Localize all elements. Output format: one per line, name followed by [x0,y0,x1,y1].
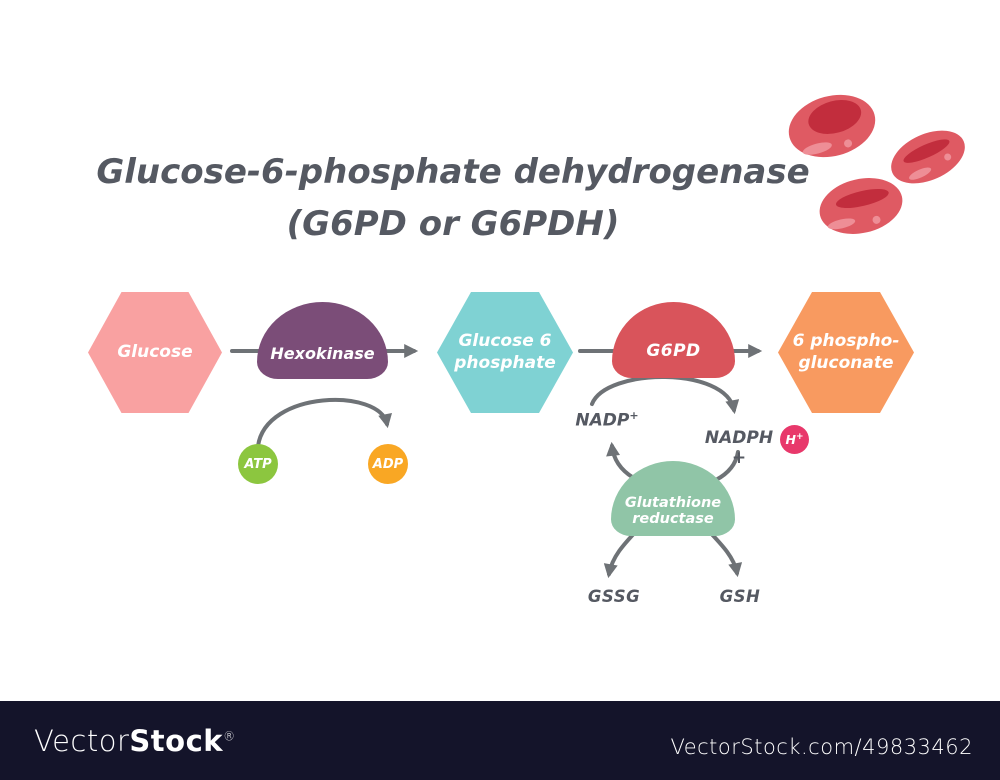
6pg-label-line1: 6 phospho- [792,331,900,352]
red-blood-cell-icon [788,94,876,158]
atp-label: ATP [244,456,272,472]
gssg-label: GSSG [587,587,641,606]
glutathione-label-line1: Glutathione [624,494,722,511]
h-plus-circle: H+ [780,425,809,454]
watermark-url: VectorStock.com/49833462 [670,734,973,759]
nadph-label: NADPH + [704,428,774,468]
nadp-sup: + [629,409,639,422]
glucose-label: Glucose [117,341,193,362]
glutathione-label-line2: reductase [632,510,714,527]
6pg-label-line2: gluconate [798,352,894,373]
g6p-label-line2: phosphate [454,352,556,373]
registered-mark-icon: ® [223,728,236,743]
watermark-bar: VectorStock® VectorStock.com/49833462 [0,701,1000,780]
vectorstock-logo: VectorStock® [34,724,236,758]
adp-label: ADP [372,456,404,472]
6-phosphogluconate-hexagon: 6 phospho- gluconate [778,292,914,413]
logo-vector-text: Vector [34,723,130,758]
adp-circle: ADP [368,444,408,484]
gsh-label: GSH [719,587,761,606]
page-title: Glucose-6-phosphate dehydrogenase (G6PD … [0,146,906,251]
hexokinase-label: Hexokinase [270,344,375,363]
red-blood-cell-icon [891,130,965,184]
nadp-label: NADP+ [575,409,639,431]
title-line-1: Glucose-6-phosphate dehydrogenase [96,152,810,192]
g6p-label-line1: Glucose 6 [458,331,552,352]
red-blood-cells-illustration [788,94,965,234]
logo-stock-text: Stock [129,723,224,758]
g6pd-label: G6PD [646,341,701,361]
h-plus-sup: + [795,431,804,442]
arc-atp-to-adp [256,398,392,448]
atp-circle: ATP [238,444,278,484]
arc-nadp-to-nadph [590,375,740,415]
h-plus-label: H [785,432,796,448]
red-blood-cell-icon [819,178,903,234]
title-line-2: (G6PD or G6PDH) [286,204,620,245]
